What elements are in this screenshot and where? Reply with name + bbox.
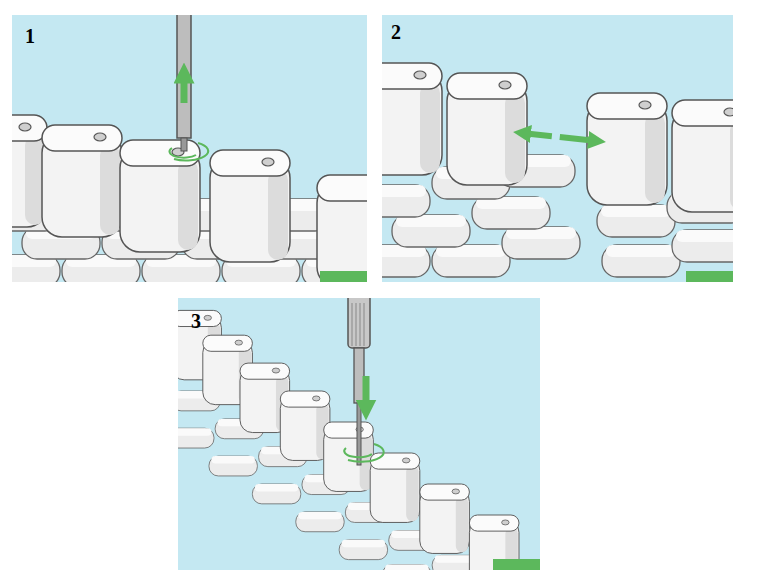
panel-number: 1 (25, 26, 35, 46)
panel-number: 2 (391, 22, 401, 42)
panel-number-holder: 2 (391, 22, 401, 42)
panel-number-holder: 3 (191, 311, 201, 331)
panel-number: 3 (191, 311, 201, 331)
panel-number-holder: 1 (25, 26, 35, 46)
